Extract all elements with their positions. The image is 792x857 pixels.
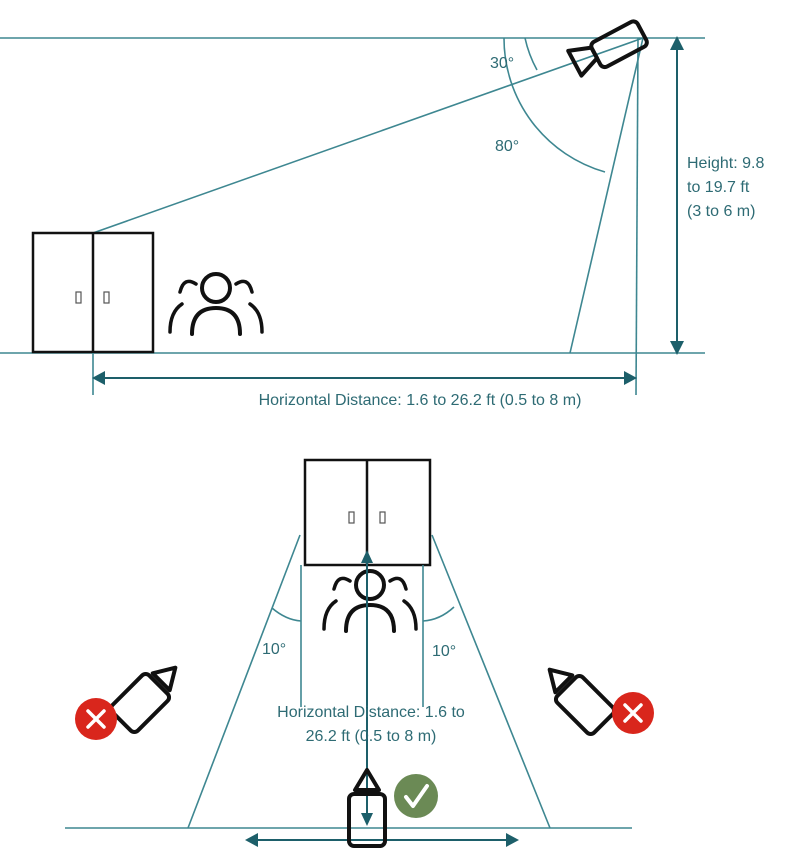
- angle-80-label: 80°: [495, 138, 519, 155]
- height-label-line-1: Height: 9.8: [687, 155, 764, 172]
- camera-wrong-left-icon: [109, 655, 188, 734]
- fov-lower-ray: [569, 37, 644, 354]
- camera-vertical-line: [635, 37, 639, 396]
- fov-right-edge: [431, 534, 551, 829]
- height-label-line-3: (3 to 6 m): [687, 203, 755, 220]
- top-distance-label-line-1: Horizontal Distance: 1.6 to: [277, 704, 465, 721]
- people-icon: [168, 272, 264, 336]
- height-label-line-2: to 19.7 ft: [687, 179, 750, 196]
- fov-upper-ray: [92, 37, 644, 234]
- camera-wrong-right-icon: [537, 657, 616, 736]
- top-distance-label-line-2: 26.2 ft (0.5 to 8 m): [306, 728, 437, 745]
- check-icon: [394, 774, 438, 818]
- people-icon-top: [322, 569, 418, 633]
- x-icon-right: [612, 692, 654, 734]
- angle-30-arc: [524, 37, 538, 71]
- x-icon-left: [75, 698, 117, 740]
- fov-left-edge: [187, 534, 301, 829]
- angle-30-label: 30°: [490, 55, 514, 72]
- top-view: 10° 10° Horizontal Distance: 1.6 to 26.2…: [65, 458, 654, 848]
- side-view: 30° 80° Height: 9.8 to 19.7 ft (3 to 6 m…: [0, 19, 764, 409]
- angle-right-label: 10°: [432, 643, 456, 660]
- angle-left-label: 10°: [262, 641, 286, 658]
- angle-80-arc: [503, 37, 606, 173]
- ceiling-camera-icon: [566, 19, 649, 78]
- horizontal-distance-label: Horizontal Distance: 1.6 to 26.2 ft (0.5…: [259, 392, 582, 409]
